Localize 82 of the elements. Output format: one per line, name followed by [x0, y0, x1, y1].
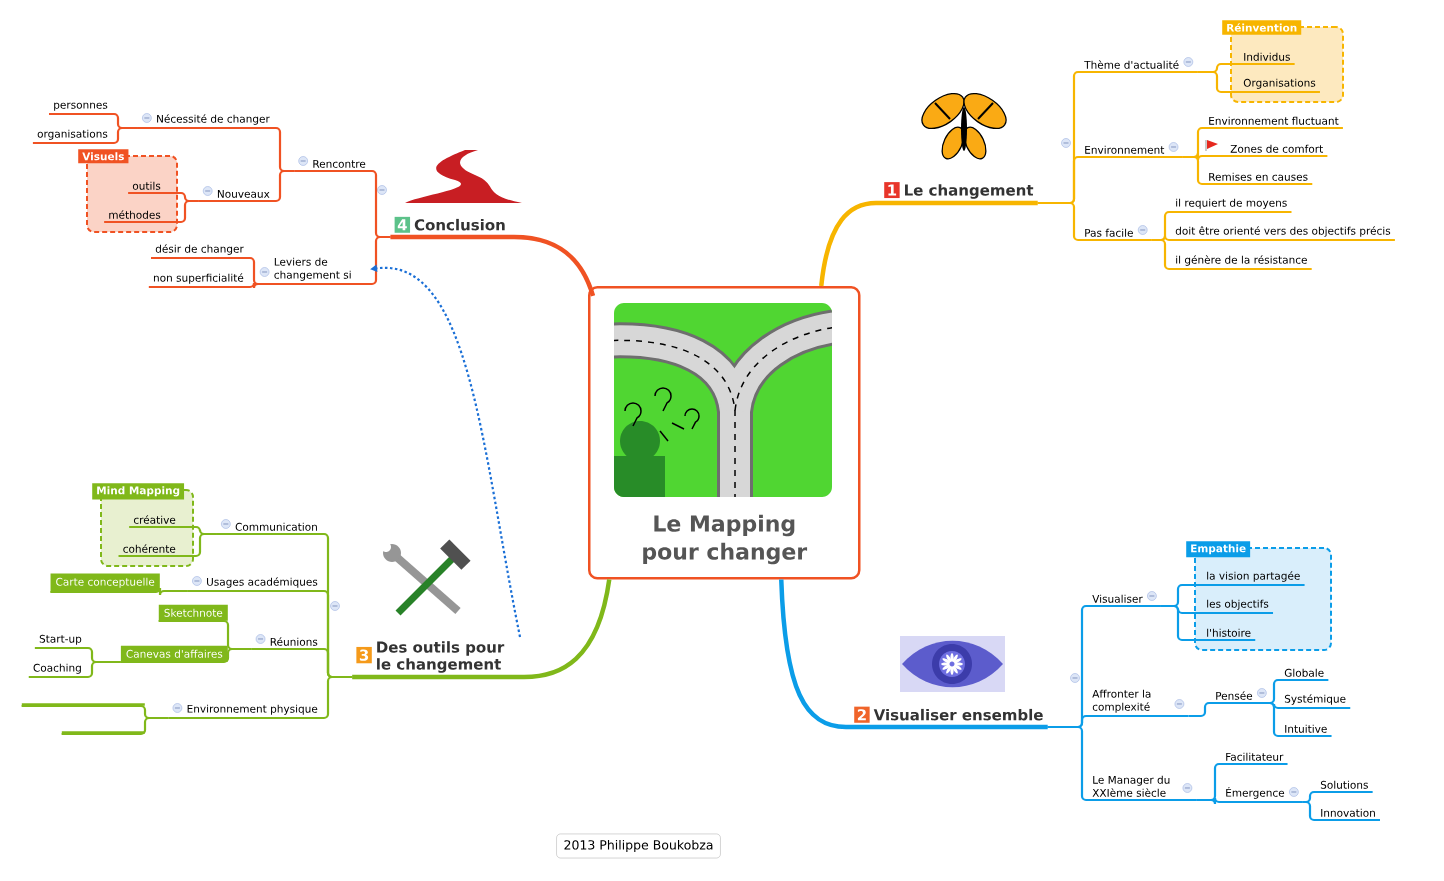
topic-label: désir de changer: [155, 244, 244, 255]
number-badge: 3: [356, 646, 372, 664]
branch-line: [1302, 800, 1380, 822]
branch-line: [1037, 201, 1152, 242]
topic-label: Organisations: [1243, 78, 1316, 89]
branch-line: [1268, 701, 1332, 738]
underline-bar: [21, 703, 145, 706]
topic-label: il génère de la résistance: [1176, 255, 1307, 266]
topic-label: les objectifs: [1207, 599, 1269, 610]
topic-label: Émergence: [1226, 786, 1285, 799]
topic-label: Le Manager du XXIème siècle: [1092, 775, 1170, 797]
number-badge: 1: [884, 182, 900, 199]
topic-label: non superficialité: [154, 273, 244, 284]
branch-line: [1151, 238, 1312, 271]
topic-label: Coaching: [33, 663, 81, 674]
branch-line: [819, 200, 1038, 287]
topic-label: Conclusion: [414, 218, 505, 231]
topic-label: personnes: [54, 102, 108, 111]
tag-box: Sketchnote: [158, 604, 228, 621]
topic-label: l'histoire: [1207, 628, 1251, 637]
topic-label: doit être orienté vers des objectifs précis: [1175, 226, 1391, 237]
underline-bar: [61, 731, 145, 734]
branch-line: [255, 235, 391, 286]
number-badge: 4: [394, 216, 411, 233]
topic-label: Réunions: [270, 637, 318, 646]
topic-label: Innovation: [1321, 808, 1375, 817]
topic-label: cohérente: [123, 544, 176, 553]
topic-label: Environnement physique: [187, 704, 318, 715]
number-badge: 2: [854, 706, 870, 723]
topic-label: Start-up: [39, 634, 82, 645]
topic-label: Zones de comfort: [1230, 144, 1323, 153]
topic-label: Globale: [1284, 668, 1324, 677]
topic-label: Environnement: [1085, 145, 1165, 154]
topic-label: méthodes: [109, 210, 161, 219]
topic-label: Solutions: [1320, 780, 1368, 789]
topic-label: Nécessité de changer: [157, 114, 270, 125]
branch-line: [779, 579, 1048, 730]
topic-label: organisations: [37, 129, 108, 140]
branch-line: [1160, 604, 1256, 642]
topic-label: créative: [133, 515, 176, 524]
branch-line: [390, 234, 596, 297]
branch-line: [148, 281, 260, 290]
branch-line: [104, 199, 199, 224]
branch-line: [1196, 796, 1303, 806]
topic-label: Visualiser: [1092, 594, 1143, 603]
topic-label: Facilitateur: [1226, 752, 1284, 761]
branch-line: [168, 675, 353, 720]
topic-label: Intuitive: [1285, 724, 1327, 733]
branch-line: [352, 579, 612, 680]
tag-box: Carte conceptuelle: [50, 573, 160, 592]
topic-label: Le changement: [905, 184, 1034, 199]
topic-label: Des outils pour le changement: [377, 641, 505, 673]
branch-line: [118, 532, 217, 558]
topic-label: Systémique: [1284, 694, 1346, 705]
branch-line: [61, 716, 169, 736]
branch-line: [1047, 725, 1197, 802]
topic-label: Thème d'actualité: [1084, 60, 1179, 69]
branch-line: [1188, 701, 1271, 718]
topic-label: Usages académiques: [207, 577, 318, 588]
topic-label: Leviers de changement si: [274, 257, 351, 281]
branch-line: [50, 586, 188, 597]
topic-label: Environnement fluctuant: [1209, 116, 1339, 125]
tag-box: Canevas d'affaires: [120, 645, 228, 662]
branch-line: [1182, 155, 1313, 186]
branch-line: [32, 126, 138, 145]
topic-label: Visualiser ensemble: [873, 708, 1043, 721]
branch-line: [1197, 70, 1320, 94]
branch-line: [28, 660, 121, 679]
topic-label: Affronter la complexité: [1092, 689, 1151, 713]
topic-label: il requiert de moyens: [1176, 198, 1287, 209]
topic-label: Nouveaux: [217, 190, 270, 198]
topic-label: Individus: [1244, 52, 1290, 61]
topic-label: Remises en causes: [1209, 172, 1308, 181]
topic-label: Pas facile: [1085, 228, 1133, 237]
topic-label: Pensée: [1216, 691, 1253, 700]
branch-line: [198, 169, 295, 203]
credit-note: 2013 Philippe Boukobza: [556, 833, 721, 859]
topic-label: Rencontre: [313, 160, 366, 168]
topic-label: outils: [132, 181, 161, 190]
branch-line: [120, 647, 252, 664]
topic-label: la vision partagée: [1207, 571, 1300, 582]
topic-label: Communication: [235, 522, 317, 531]
